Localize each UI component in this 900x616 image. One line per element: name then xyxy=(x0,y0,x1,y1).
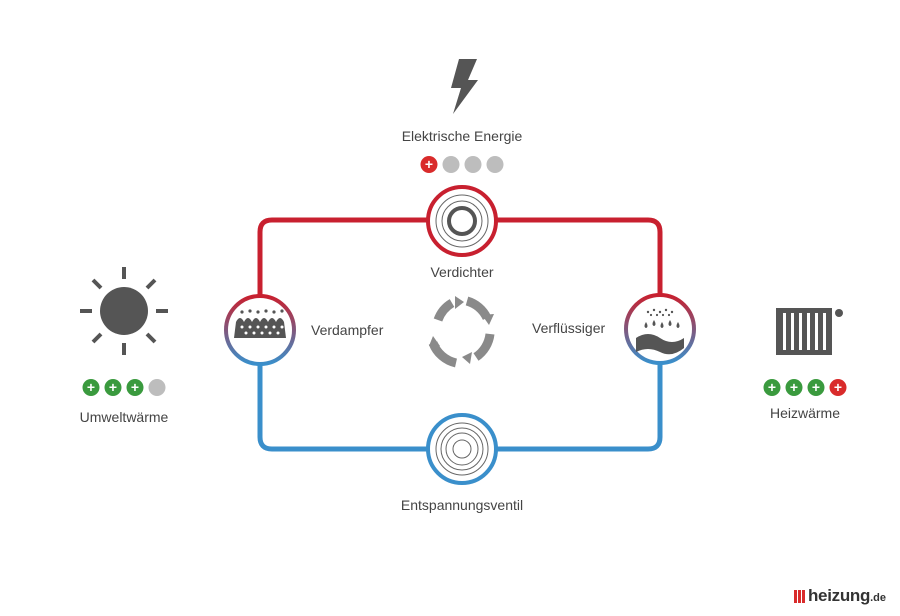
heating-heat-label: Heizwärme xyxy=(769,405,841,421)
energy-indicator-dot: + xyxy=(420,156,438,173)
compressor-label: Verdichter xyxy=(430,264,494,280)
heating-indicator-dot: + xyxy=(763,379,781,396)
lightning-bolt-icon xyxy=(451,59,478,114)
heating-indicator-dot: + xyxy=(829,379,847,396)
energy-label: Elektrische Energie xyxy=(401,128,523,144)
ambient-indicator: +++ xyxy=(82,379,166,396)
heating-indicator-dot: + xyxy=(785,379,803,396)
energy-indicator-dot xyxy=(486,156,504,173)
expansion-valve-label: Entspannungsventil xyxy=(400,497,524,513)
energy-indicator: + xyxy=(420,156,504,173)
heating-indicator: ++++ xyxy=(763,379,847,396)
sun-icon xyxy=(80,267,168,355)
brand-logo: heizung .de xyxy=(793,586,886,606)
logo-tld: .de xyxy=(870,592,886,604)
energy-indicator-dot xyxy=(442,156,460,173)
logo-text: heizung xyxy=(807,586,871,605)
ambient-indicator-dot: + xyxy=(104,379,122,396)
ambient-indicator-dot: + xyxy=(126,379,144,396)
logo-bars-icon xyxy=(793,589,805,603)
ambient-indicator-dot: + xyxy=(82,379,100,396)
ambient-heat-label: Umweltwärme xyxy=(79,409,169,425)
compressor-node xyxy=(426,185,498,257)
evaporator-node xyxy=(224,294,296,366)
evaporator-label: Verdampfer xyxy=(311,322,384,338)
heating-indicator-dot: + xyxy=(807,379,825,396)
condenser-label: Verflüssiger xyxy=(532,320,606,336)
condenser-node xyxy=(624,293,696,365)
expansion-valve-node xyxy=(426,413,498,485)
circular-arrows-icon xyxy=(428,296,495,368)
ambient-indicator-dot xyxy=(148,379,166,396)
energy-indicator-dot xyxy=(464,156,482,173)
radiator-icon xyxy=(776,308,843,355)
